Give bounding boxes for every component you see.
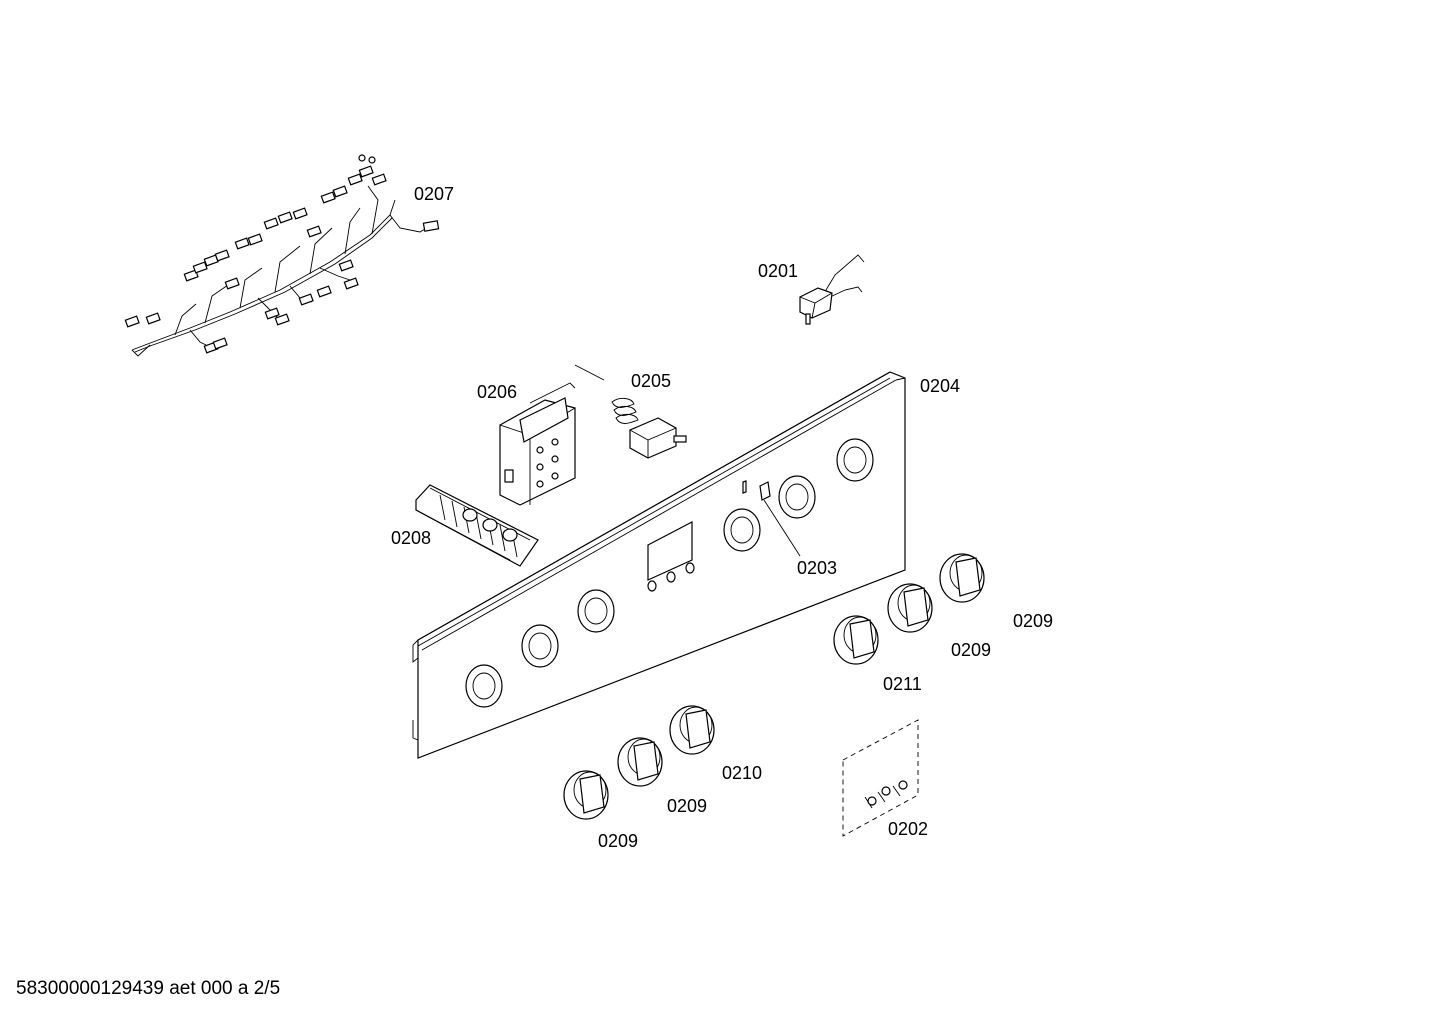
switch-0201: [799, 254, 865, 325]
knob-0209-b: [617, 737, 663, 787]
electronic-module-0206: [499, 364, 605, 506]
screws-0202: [842, 719, 919, 837]
knob-group-upper: [833, 553, 985, 665]
knob-0210: [669, 705, 715, 755]
clip-0203: [759, 481, 801, 557]
knob-0211: [833, 615, 879, 665]
label-0209: 0209: [951, 640, 991, 660]
label-0209: 0209: [667, 796, 707, 816]
knob-group-lower: [563, 705, 715, 820]
label-0206: 0206: [477, 382, 517, 402]
knob-0209-a: [563, 770, 609, 820]
label-0205: 0205: [631, 371, 671, 391]
label-0204: 0204: [920, 376, 960, 396]
label-0211: 0211: [883, 674, 922, 694]
label-0203: 0203: [797, 558, 837, 578]
knob-0209-c: [887, 583, 933, 633]
label-0202: 0202: [888, 819, 928, 839]
label-0210: 0210: [722, 763, 762, 783]
document-footer-id: 58300000129439 aet 000 a 2/5: [16, 978, 281, 999]
label-0209: 0209: [598, 831, 638, 851]
label-0209: 0209: [1013, 611, 1053, 631]
knob-0209-d: [939, 553, 985, 603]
selector-switch-0205: [611, 397, 687, 459]
label-0207: 0207: [414, 184, 454, 204]
control-panel-0204: [412, 371, 906, 759]
wiring-harness-0207: [124, 154, 440, 357]
label-0201: 0201: [758, 261, 798, 281]
terminal-block-0208: [415, 484, 539, 567]
label-0208: 0208: [391, 528, 431, 548]
